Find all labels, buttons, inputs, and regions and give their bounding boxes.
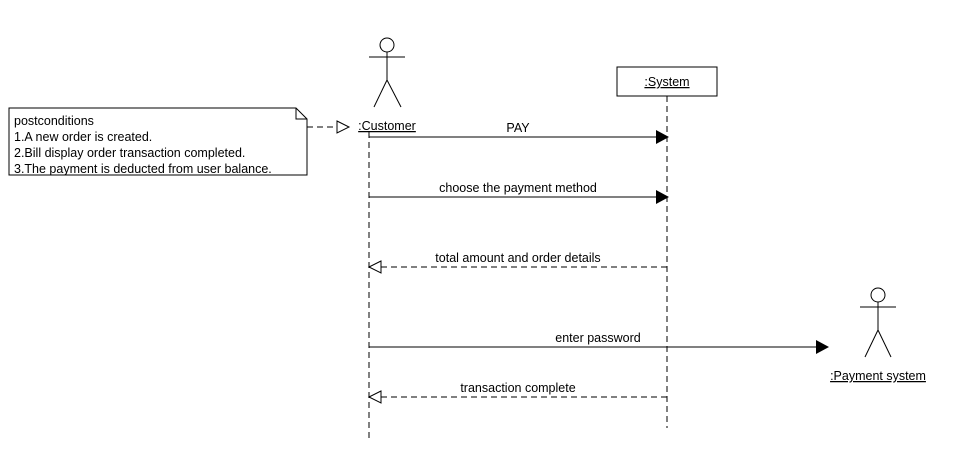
- note-line: 2.Bill display order transaction complet…: [14, 146, 245, 160]
- note-line: 1.A new order is created.: [14, 130, 152, 144]
- message-label: transaction complete: [460, 381, 575, 395]
- return-arrowhead: [367, 390, 382, 404]
- system-label: :System: [644, 75, 689, 89]
- system-box: [616, 66, 718, 97]
- customer-actor-icon: [369, 37, 405, 108]
- payment-system-actor-icon: [860, 287, 896, 358]
- note-shape: [8, 107, 308, 176]
- return-arrowhead: [367, 260, 382, 274]
- note-connector-arrowhead: [336, 120, 351, 134]
- payment-system-label: :Payment system: [830, 369, 926, 383]
- message-label: enter password: [555, 331, 641, 345]
- message-label: PAY: [506, 121, 530, 135]
- message-arrowhead: [656, 130, 669, 144]
- note-corner-fold: [295, 108, 307, 120]
- message-arrowhead: [656, 190, 669, 204]
- note-line: 3.The payment is deducted from user bala…: [14, 162, 272, 176]
- customer-label: :Customer: [358, 119, 416, 133]
- note-title: postconditions: [14, 114, 94, 128]
- message-label: total amount and order details: [435, 251, 600, 265]
- message-label: choose the payment method: [439, 181, 597, 195]
- message-arrowhead: [816, 340, 829, 354]
